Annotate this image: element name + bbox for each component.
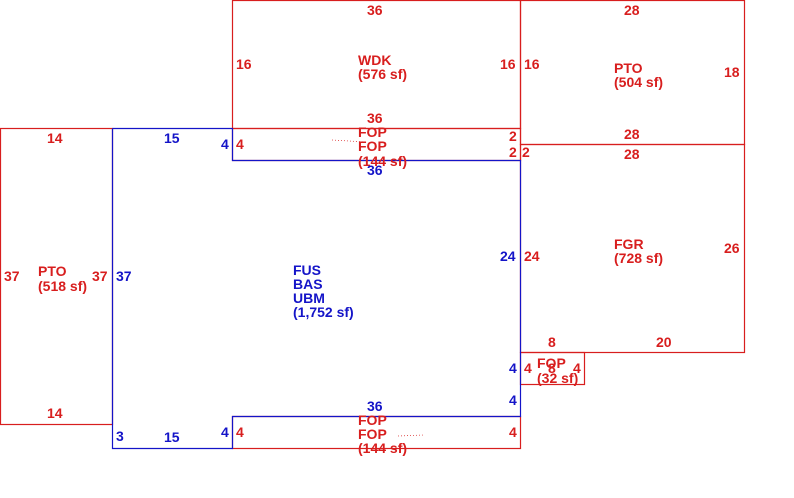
fop-bottom-code-2: FOP [358,426,387,442]
fop-top-area: (144 sf) [358,153,408,169]
fop-small-dim-right: 4 [573,360,581,376]
fop-bottom-area: (144 sf) [358,440,408,456]
fop-bottom-dim-left: 4 [236,424,244,440]
main-dim-right-4a: 4 [509,360,517,376]
fgr-area: (728 sf) [614,250,664,266]
main-dim-top-15: 15 [164,130,180,146]
main-dim-3: 3 [116,428,124,444]
fop-small-dim-left: 4 [524,360,532,376]
pto-top-dim-top: 28 [624,2,640,18]
main-dim-4a: 4 [221,136,229,152]
main-area: (1,752 sf) [293,304,354,320]
pto-top-code: PTO [614,60,643,76]
fop-bottom-dotted-line [397,434,425,437]
fop-top-dim-right-2: 2 [509,144,517,160]
pto-left-area: (518 sf) [38,278,88,294]
pto-left-dim-bottom: 14 [47,405,63,421]
pto-left-dim-left: 37 [4,268,20,284]
wdk-dim-bottom: 36 [367,110,383,126]
pto-left-dim-top: 14 [47,130,63,146]
fgr-dim-left-2: 2 [522,144,530,160]
pto-top-dim-left: 16 [524,56,540,72]
pto-left-code: PTO [38,263,67,279]
fgr-code: FGR [614,236,644,252]
wdk-area: (576 sf) [358,66,408,82]
fop-small-area: (32 sf) [537,370,579,386]
wdk-dim-right: 16 [500,56,516,72]
fop-top-code-2: FOP [358,138,387,154]
fop-bottom-code-1: FOP [358,412,387,428]
main-line-1: FUS [293,262,321,278]
main-dim-right-24: 24 [500,248,516,264]
fgr-dim-top: 28 [624,146,640,162]
fgr-dim-bottom-20: 20 [656,334,672,350]
fop-small-dim-inner: 8 [548,360,556,376]
pto-top-dim-right: 18 [724,64,740,80]
wdk-dim-top: 36 [367,2,383,18]
main-dim-right-4b: 4 [509,392,517,408]
fgr-dim-bottom-8: 8 [548,334,556,350]
wdk-code: WDK [358,52,392,68]
main-structure-outline [111,127,522,450]
main-dim-bottom-15: 15 [164,429,180,445]
fgr-dim-right: 26 [724,240,740,256]
main-dim-left-37: 37 [116,268,132,284]
fop-top-dim-right-1: 2 [509,128,517,144]
pto-left-dim-right: 37 [92,268,108,284]
fop-top-dim-left: 4 [236,136,244,152]
fop-small-code: FOP [537,355,566,371]
main-line-2: BAS [293,276,323,292]
main-line-3: UBM [293,290,325,306]
fop-bottom-dim-top: 36 [367,398,383,414]
wdk-dim-left: 16 [236,56,252,72]
fop-top-dim-bottom: 36 [367,162,383,178]
fop-top-code-1: FOP [358,124,387,140]
fop-bottom-dim-right: 4 [509,424,517,440]
main-dim-4b: 4 [221,424,229,440]
pto-top-area: (504 sf) [614,74,664,90]
pto-top-dim-bottom: 28 [624,126,640,142]
fgr-dim-left: 24 [524,248,540,264]
